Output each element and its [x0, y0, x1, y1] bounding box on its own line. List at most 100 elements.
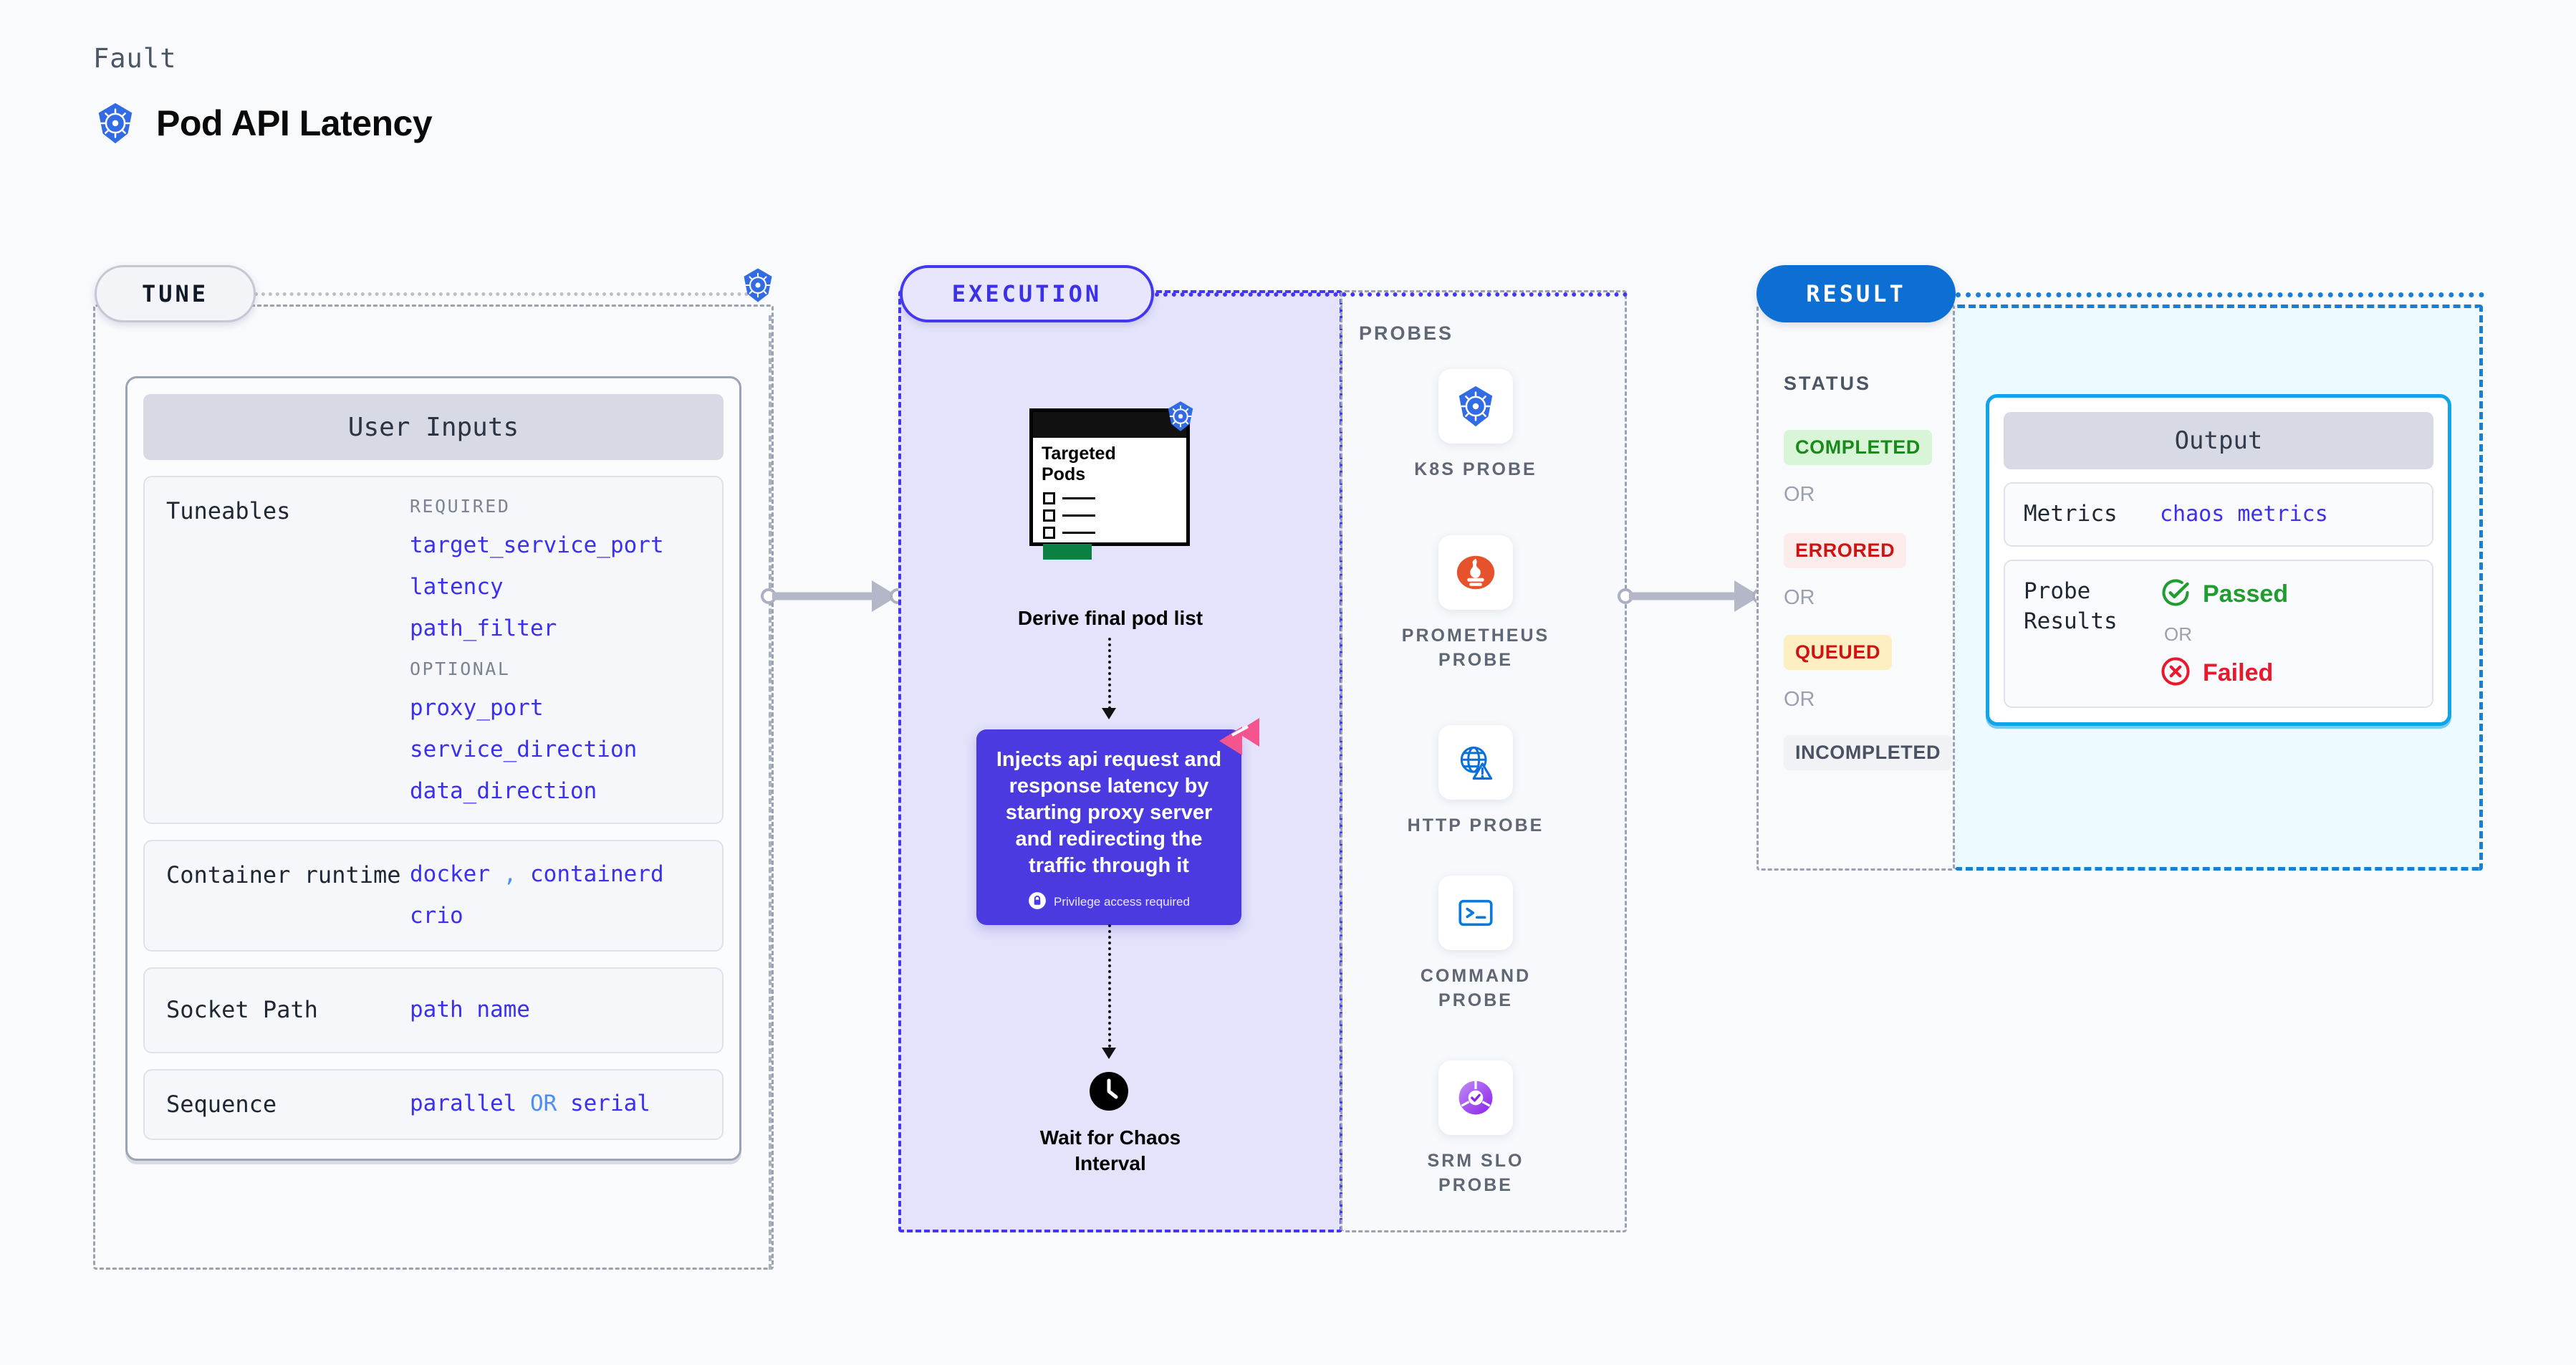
tunable-item[interactable]: service_direction	[410, 737, 638, 762]
metrics-row: Metrics chaos metrics	[2004, 482, 2433, 547]
wait-chaos-caption: Wait for Chaos Interval	[1039, 1126, 1181, 1175]
tuneables-label: Tuneables	[166, 497, 291, 525]
tunable-item[interactable]: proxy_port	[410, 695, 544, 721]
container-runtime-values: docker , containerd crio	[410, 860, 664, 931]
terminal-icon	[1438, 876, 1513, 950]
litmus-chaos-icon	[1218, 717, 1262, 760]
socket-path-value[interactable]: path name	[410, 996, 530, 1022]
tunable-item[interactable]: latency	[410, 574, 504, 600]
status-badge-errored: ERRORED	[1784, 533, 1907, 568]
probe-label: HTTP PROBE	[1407, 815, 1544, 835]
probe-results-or: OR	[2164, 623, 2192, 645]
probe-result-passed: Passed	[2160, 577, 2288, 612]
status-region	[1756, 305, 1955, 871]
pods-card-title: Targeted Pods	[1042, 444, 1116, 484]
connector-tune-execution	[761, 580, 911, 612]
list-line	[1062, 531, 1095, 534]
page-title: Pod API Latency	[156, 103, 433, 143]
probe-k8s[interactable]: K8S PROBE	[1390, 369, 1562, 482]
output-title: Output	[2004, 412, 2433, 469]
status-badge-incompleted: INCOMPLETED	[1784, 735, 1953, 770]
status-badge-completed: COMPLETED	[1784, 430, 1932, 465]
tuneables-row: Tuneables REQUIRED target_service_port l…	[143, 476, 724, 824]
tune-dashed-connector	[254, 292, 756, 296]
tunable-item[interactable]: data_direction	[410, 778, 597, 804]
status-or: OR	[1784, 483, 1815, 506]
pods-card-titlebar	[1033, 412, 1186, 438]
metrics-label: Metrics	[2024, 501, 2118, 527]
lock-icon	[1028, 891, 1047, 914]
flow-arrow-2	[1102, 1048, 1116, 1059]
required-heading: REQUIRED	[410, 496, 511, 517]
probe-results-label: Probe Results	[2024, 578, 2118, 634]
runtime-containerd[interactable]: containerd	[530, 861, 664, 887]
flow-line-2	[1108, 924, 1111, 1053]
clock-icon	[1089, 1071, 1129, 1111]
runtime-crio[interactable]: crio	[410, 902, 463, 929]
list-line	[1062, 497, 1095, 499]
probe-srm-slo[interactable]: SRM SLO PROBE	[1390, 1060, 1562, 1198]
sequence-label: Sequence	[166, 1090, 277, 1118]
probes-title: PROBES	[1359, 322, 1454, 344]
sequence-row: Sequence parallel OR serial	[143, 1068, 724, 1140]
check-circle-icon	[2160, 577, 2191, 612]
probe-label: PROMETHEUS PROBE	[1401, 626, 1550, 670]
kubernetes-icon	[739, 267, 777, 304]
probe-label: COMMAND PROBE	[1420, 966, 1532, 1010]
probe-label: SRM SLO PROBE	[1427, 1151, 1524, 1195]
sequence-serial[interactable]: serial	[569, 1091, 650, 1117]
derive-pod-list-caption: Derive final pod list	[1017, 607, 1203, 629]
sequence-values: parallel OR serial	[410, 1089, 650, 1119]
status-or: OR	[1784, 586, 1815, 609]
runtime-docker[interactable]: docker	[410, 861, 490, 887]
socket-path-row: Socket Path path name	[143, 967, 724, 1053]
socket-path-label: Socket Path	[166, 996, 318, 1024]
probe-command[interactable]: COMMAND PROBE	[1390, 876, 1562, 1013]
targeted-pods-card: Targeted Pods	[1029, 408, 1190, 560]
user-inputs-card: User Inputs Tuneables REQUIRED target_se…	[125, 376, 741, 1161]
result-dashed-connector	[1956, 292, 2484, 297]
kubernetes-icon	[1164, 400, 1197, 433]
kubernetes-icon	[1438, 369, 1513, 444]
pods-checklist	[1033, 485, 1186, 539]
optional-heading: OPTIONAL	[410, 658, 511, 679]
output-card: Output Metrics chaos metrics Probe Resul…	[1986, 394, 2451, 726]
title-row: Pod API Latency	[93, 101, 433, 145]
tunable-item[interactable]: path_filter	[410, 616, 557, 641]
probe-prometheus[interactable]: PROMETHEUS PROBE	[1390, 535, 1562, 673]
container-runtime-label: Container runtime	[166, 861, 401, 889]
fault-kicker: Fault	[93, 43, 177, 74]
inject-latency-card: Injects api request and response latency…	[976, 729, 1241, 925]
pods-progress-bar	[1043, 543, 1092, 560]
probe-label: K8S PROBE	[1414, 459, 1537, 479]
stage-badge-tune[interactable]: TUNE	[95, 265, 256, 322]
tune-region	[93, 305, 774, 1270]
flow-line-1	[1108, 638, 1111, 709]
x-circle-icon	[2160, 656, 2191, 691]
metrics-value[interactable]: chaos metrics	[2160, 502, 2328, 527]
stage-badge-execution[interactable]: EXECUTION	[900, 265, 1154, 322]
stage-badge-result[interactable]: RESULT	[1756, 265, 1956, 322]
srm-slo-donut-icon	[1438, 1060, 1513, 1135]
status-or: OR	[1784, 688, 1815, 711]
checkbox-icon	[1043, 492, 1055, 504]
execution-dashed-connector	[1155, 292, 1628, 297]
flow-arrow-1	[1102, 708, 1116, 719]
inject-description: Injects api request and response latency…	[996, 748, 1222, 878]
page-header: Fault Pod API Latency	[93, 43, 433, 145]
tunable-item[interactable]: target_service_port	[410, 532, 664, 558]
privilege-note-row: Privilege access required	[992, 891, 1226, 914]
failed-label: Failed	[2203, 658, 2274, 686]
container-runtime-row: Container runtime docker , containerd cr…	[143, 840, 724, 952]
status-badge-queued: QUEUED	[1784, 635, 1893, 670]
connector-execution-result	[1618, 580, 1775, 612]
checkbox-icon	[1043, 526, 1055, 539]
tuneables-values: REQUIRED target_service_port latency pat…	[410, 496, 664, 804]
probe-result-failed: Failed	[2160, 656, 2288, 691]
http-globe-warning-icon	[1438, 725, 1513, 800]
runtime-separator: ,	[503, 861, 517, 887]
probe-http[interactable]: HTTP PROBE	[1390, 725, 1562, 838]
probe-results-row: Probe Results Passed OR	[2004, 559, 2433, 708]
sequence-parallel[interactable]: parallel	[410, 1091, 517, 1117]
checkbox-icon	[1043, 509, 1055, 522]
